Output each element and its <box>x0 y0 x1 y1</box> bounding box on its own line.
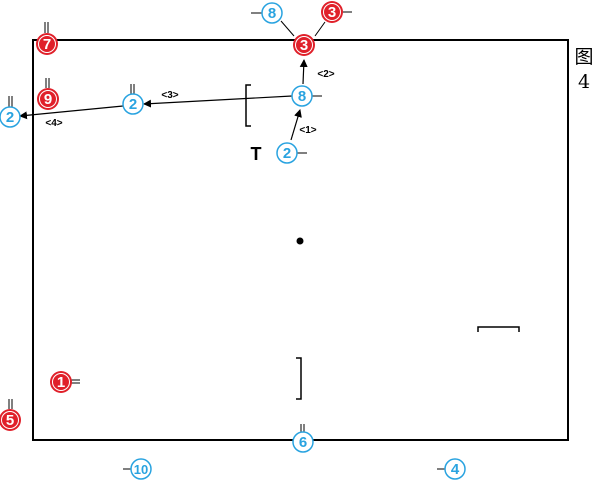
right-goal-bracket <box>477 326 520 332</box>
svg-text:6: 6 <box>299 434 307 451</box>
pass-tag-2: <2> <box>317 69 334 80</box>
pass-arrow-3 <box>143 95 293 108</box>
svg-text:2: 2 <box>283 145 291 162</box>
figure-label-number: 4 <box>578 71 590 93</box>
bottom-bracket <box>296 357 302 400</box>
svg-text:8: 8 <box>298 88 306 105</box>
pass-arrow-1 <box>290 109 302 141</box>
player-blue-2-left: 2 <box>122 84 144 115</box>
svg-text:2: 2 <box>6 109 14 126</box>
svg-text:4: 4 <box>451 461 460 478</box>
pass-tag-1: <1> <box>299 125 316 136</box>
pass-tag-4: <4> <box>45 118 62 129</box>
figure-label-char: 图 <box>574 46 593 68</box>
center-spot <box>296 237 304 245</box>
player-blue-2-outside: 2 <box>0 96 21 128</box>
svg-text:1: 1 <box>57 374 65 391</box>
svg-text:8: 8 <box>268 5 276 22</box>
player-blue-2-center: 2 <box>276 142 307 164</box>
player-blue-8-center: 8 <box>291 85 322 107</box>
t-marker: T <box>251 144 262 164</box>
svg-text:5: 5 <box>6 412 14 429</box>
player-red-9-left: 9 <box>37 78 59 110</box>
player-blue-4-below: 4 <box>437 458 466 480</box>
player-red-3-topright: 3 <box>314 1 352 37</box>
svg-text:7: 7 <box>43 36 51 53</box>
svg-text:3: 3 <box>300 37 308 54</box>
player-red-3-top: 3 <box>293 34 315 56</box>
pass-tag-3: <3> <box>161 90 178 101</box>
player-red-1-left: 1 <box>50 371 80 393</box>
svg-text:9: 9 <box>44 91 52 108</box>
svg-text:10: 10 <box>134 462 148 477</box>
pass-arrow-4 <box>19 105 124 120</box>
player-blue-10-below: 10 <box>123 458 152 480</box>
svg-text:2: 2 <box>129 96 137 113</box>
pass-arrow-2 <box>299 59 308 85</box>
player-blue-8-top: 8 <box>251 2 295 37</box>
svg-text:3: 3 <box>328 4 336 21</box>
player-red-7-corner: 7 <box>36 22 58 55</box>
player-blue-6-bottom: 6 <box>292 424 314 453</box>
left-bracket <box>245 84 251 127</box>
player-red-5-corner: 5 <box>0 399 21 431</box>
